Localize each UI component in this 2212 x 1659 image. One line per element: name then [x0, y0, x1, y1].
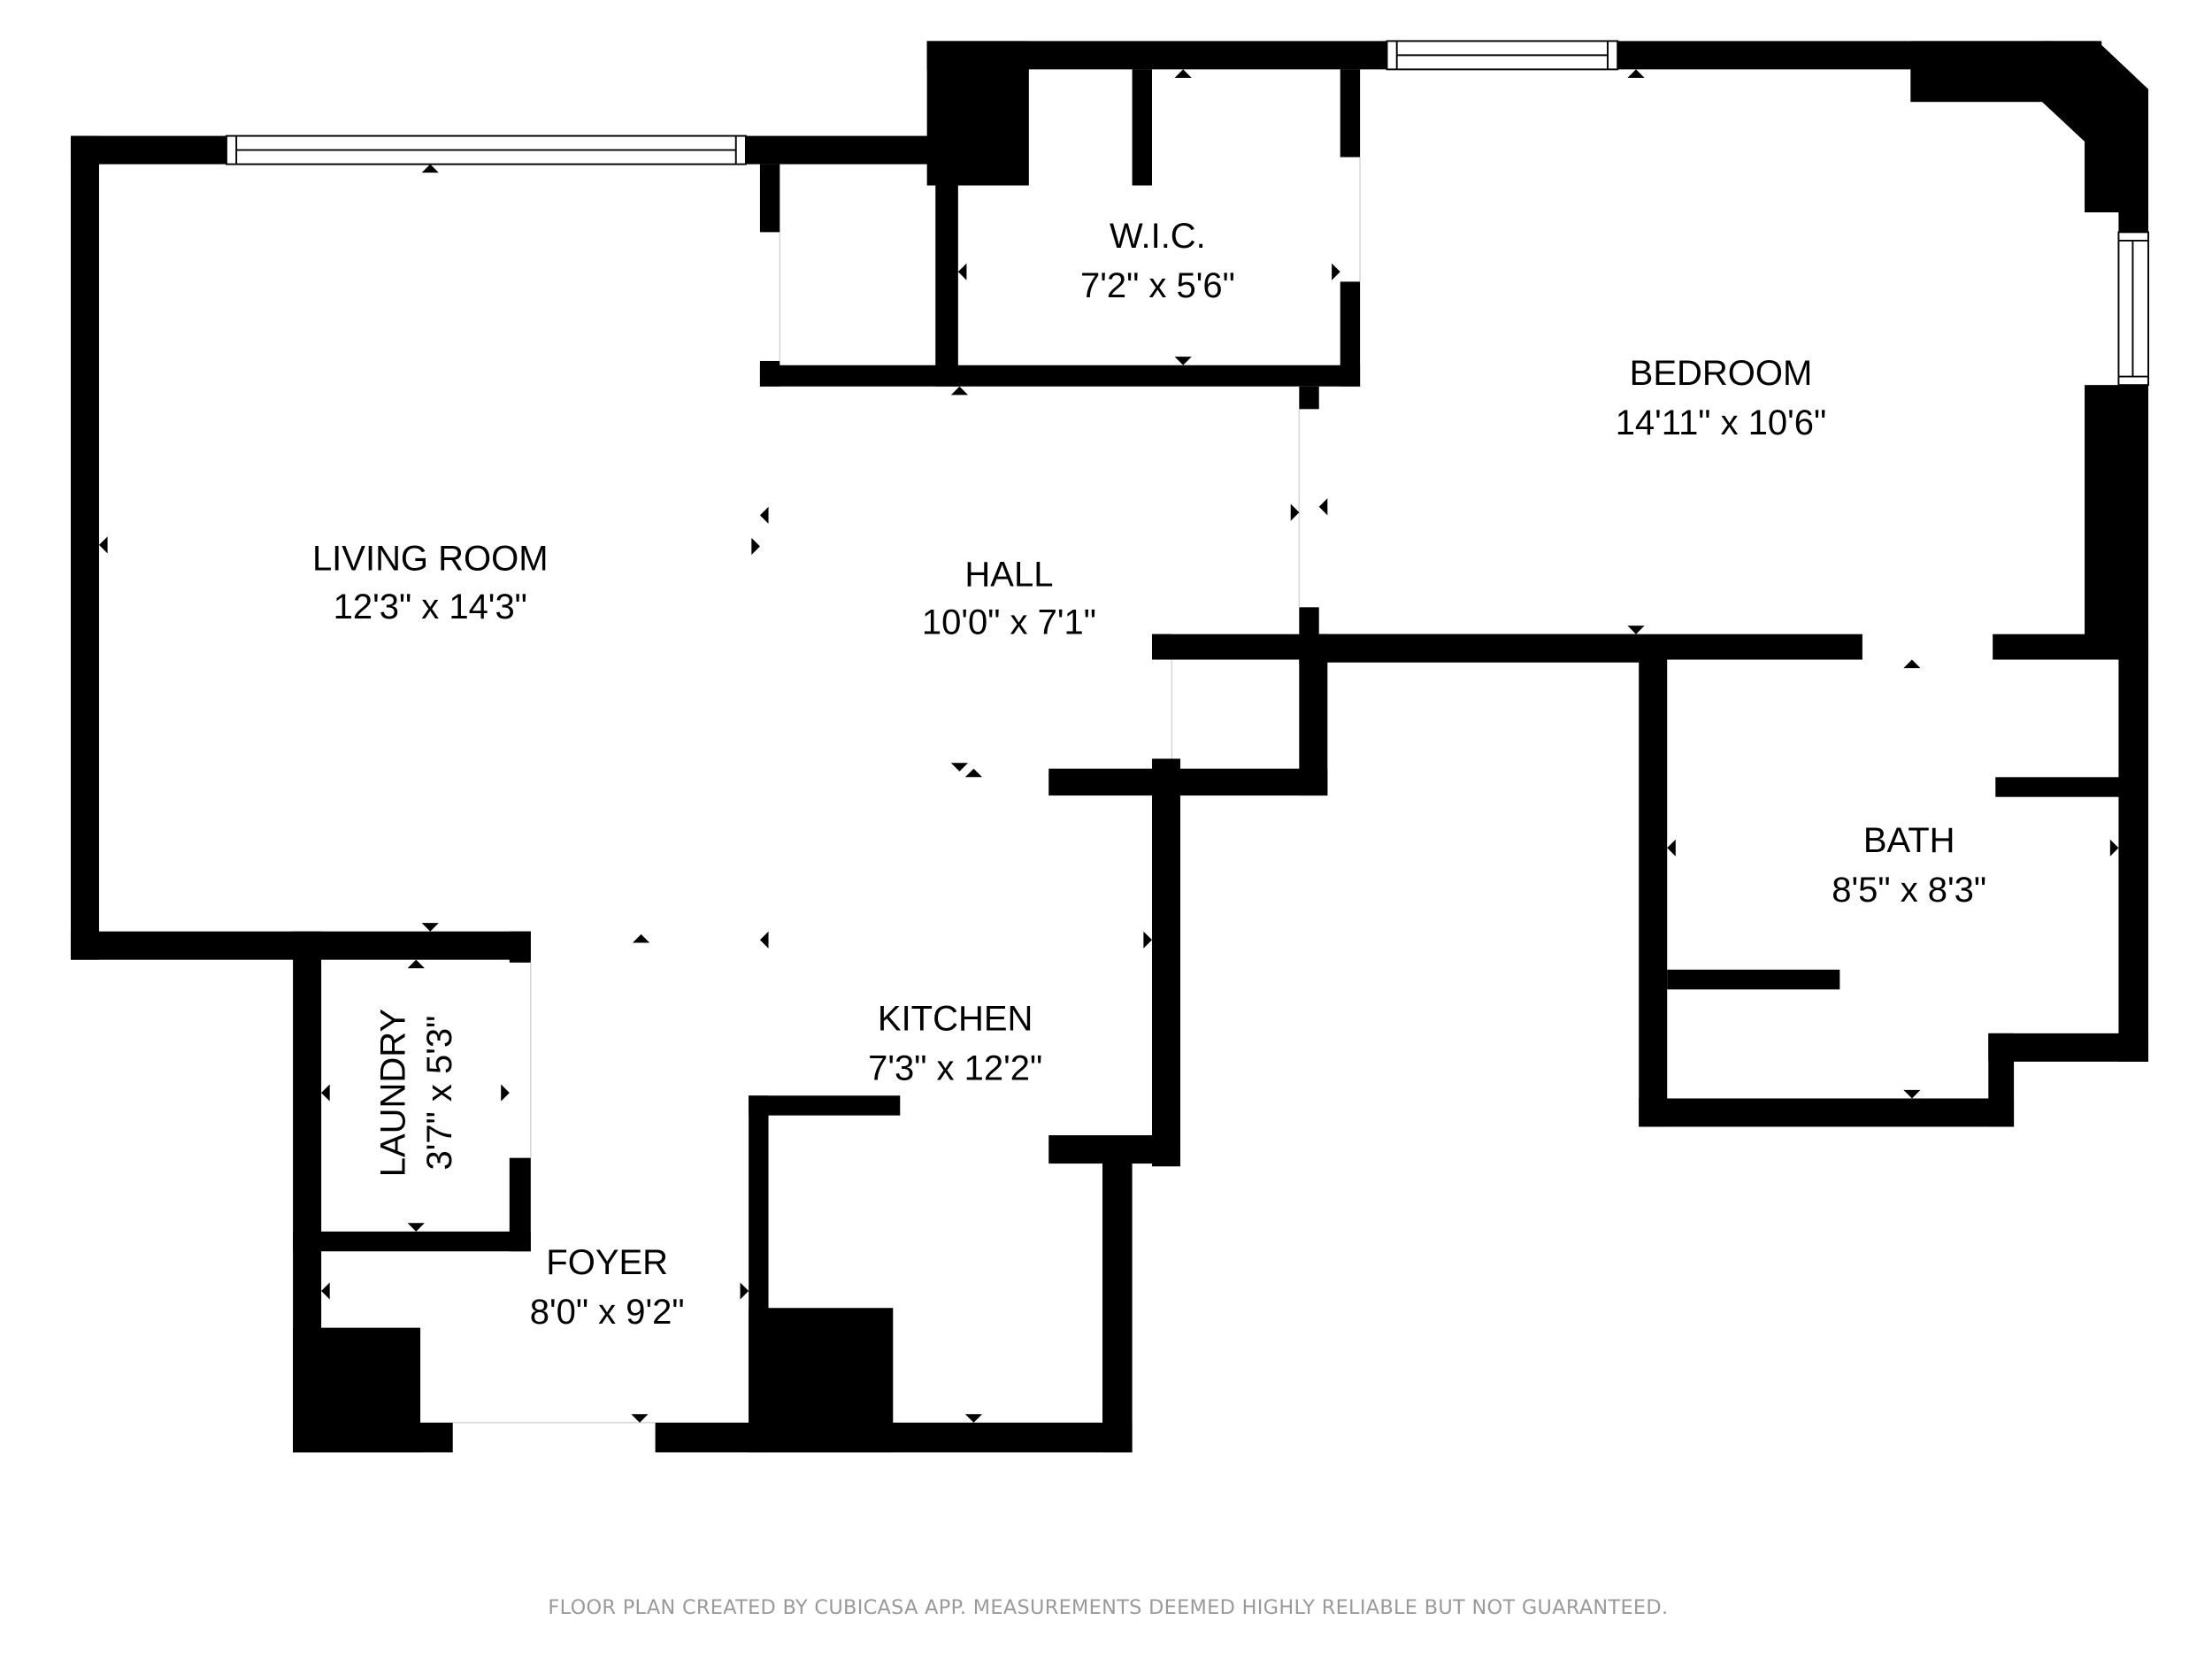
wall-bath-shelf-left [1667, 969, 1840, 990]
windows [225, 40, 2149, 387]
wall-wic-right-lower [1340, 281, 1361, 387]
marker-arrow-up-icon [632, 933, 650, 943]
room-dimensions: 8'5" x 8'3" [1832, 871, 1986, 910]
marker-arrow-down-icon [631, 1414, 649, 1423]
wall-wic-bottom [759, 365, 1361, 387]
wall-laundry-bottom [293, 1231, 531, 1252]
wall-foyer-block [293, 1327, 421, 1453]
door-entry [452, 1422, 656, 1453]
marker-arrow-right-icon [2109, 839, 2119, 856]
room-name: HALL [964, 555, 1053, 594]
door-openings [452, 157, 1993, 1453]
wall-kitchen-right-lower [1102, 1146, 1133, 1453]
wall-wic-right-upper [1340, 69, 1361, 157]
marker-arrow-down-icon [950, 763, 969, 772]
room-dimensions: 7'2" x 5'6" [1080, 266, 1235, 305]
marker-arrow-left-icon [759, 506, 769, 524]
room-dimensions: 3'7" x 5'3" [420, 1016, 459, 1171]
marker-arrow-down-icon [407, 1223, 425, 1232]
wall-bath-left [1639, 650, 1668, 1127]
room-dimensions: 12'3" x 14'3" [334, 588, 527, 626]
room-name: BATH [1863, 821, 1955, 860]
wall-top-main-left [926, 41, 1387, 70]
room-name: LIVING ROOM [312, 540, 549, 579]
wall-hall-bedroom-upper [1299, 386, 1319, 410]
wall-laundry-right-lower [509, 1157, 531, 1252]
window-living-room [225, 134, 747, 165]
wall-kitchen-counter-top [749, 1095, 901, 1116]
marker-arrow-right-icon [1332, 263, 1340, 280]
wall-bath-bottom [1639, 1098, 2015, 1127]
wall-hallcloset-left-top [1151, 634, 1172, 660]
wall-bath-shelf-right [1995, 777, 2133, 797]
room-living-room: LIVING ROOM 12'3" x 14'3" [312, 540, 549, 626]
wall-kitchen-right [1151, 758, 1180, 1167]
wall-bedroom-bottom-mid [1318, 634, 1640, 663]
wall-closet-right [935, 164, 958, 387]
room-bath: BATH 8'5" x 8'3" [1832, 821, 1986, 910]
wall-wic-divider [1132, 69, 1152, 186]
marker-arrow-down-icon [421, 923, 439, 932]
wall-closet-left-upper [759, 164, 780, 233]
marker-arrow-up-icon [407, 959, 425, 969]
room-name: W.I.C. [1110, 217, 1206, 256]
marker-arrow-right-icon [740, 1282, 749, 1300]
room-labels: LIVING ROOM 12'3" x 14'3" HALL 10'0" x 7… [312, 217, 1986, 1332]
room-dimensions: 14'11" x 10'6" [1616, 403, 1827, 442]
room-dimensions: 7'3" x 12'2" [868, 1049, 1042, 1088]
window-bedroom-right [2117, 231, 2149, 387]
room-kitchen: KITCHEN 7'3" x 12'2" [868, 1000, 1042, 1088]
door-bath [1862, 634, 1993, 660]
marker-arrow-left-icon [957, 263, 967, 280]
wall-living-left [70, 135, 99, 960]
room-foyer: FOYER 8'0" x 9'2" [530, 1243, 685, 1332]
room-dimensions: 8'0" x 9'2" [530, 1293, 685, 1332]
marker-arrow-right-icon [501, 1084, 510, 1102]
walls [70, 41, 2149, 1453]
marker-arrow-left-icon [1318, 498, 1328, 516]
footer-disclaimer: FLOOR PLAN CREATED BY CUBICASA APP. MEAS… [548, 1596, 1668, 1619]
window-bedroom-top [1386, 40, 1619, 71]
measurement-markers [98, 69, 2119, 1423]
marker-arrow-down-icon [1627, 626, 1645, 634]
marker-arrow-up-icon [950, 386, 969, 396]
marker-arrow-left-icon [98, 536, 108, 554]
marker-arrow-up-icon [421, 164, 439, 173]
marker-arrow-down-icon [1903, 1089, 1921, 1099]
wall-bath-step-top [1988, 1033, 2149, 1062]
room-name: LAUNDRY [373, 1009, 412, 1177]
marker-arrow-up-icon [1174, 69, 1192, 78]
wall-bedroom-chamfer [2042, 41, 2149, 216]
wall-bedroom-corner-block [1910, 41, 2053, 103]
room-bedroom: BEDROOM 14'11" x 10'6" [1616, 354, 1827, 442]
marker-arrow-right-icon [751, 537, 760, 556]
marker-arrow-down-icon [1174, 357, 1192, 365]
marker-arrow-down-icon [964, 1414, 983, 1423]
wall-bedroom-right-lower [2085, 385, 2149, 655]
marker-arrow-up-icon [1627, 69, 1645, 78]
marker-arrow-left-icon [759, 931, 769, 949]
wall-living-top-right [745, 135, 930, 165]
room-laundry: LAUNDRY 3'7" x 5'3" [373, 1009, 459, 1177]
marker-arrow-left-icon [1667, 839, 1676, 856]
room-name: FOYER [546, 1243, 668, 1282]
marker-arrow-left-icon [321, 1282, 330, 1300]
wall-laundry-right-upper [509, 931, 531, 963]
room-name: KITCHEN [878, 1000, 1033, 1039]
wall-bottom-right [655, 1422, 1133, 1453]
room-dimensions: 10'0" x 7'1" [922, 603, 1096, 642]
marker-arrow-right-icon [1290, 503, 1300, 521]
wall-bath-right [2118, 650, 2149, 1062]
wall-bedroom-right-thin [2118, 211, 2149, 233]
room-wic: W.I.C. 7'2" x 5'6" [1080, 217, 1235, 305]
marker-arrow-up-icon [1903, 659, 1921, 669]
wall-hallcloset-bottom [1048, 768, 1328, 796]
marker-arrow-right-icon [1143, 931, 1152, 949]
marker-arrow-left-icon [321, 1084, 330, 1102]
marker-arrow-up-icon [964, 768, 983, 778]
room-hall: HALL 10'0" x 7'1" [922, 555, 1096, 641]
room-name: BEDROOM [1630, 354, 1813, 393]
